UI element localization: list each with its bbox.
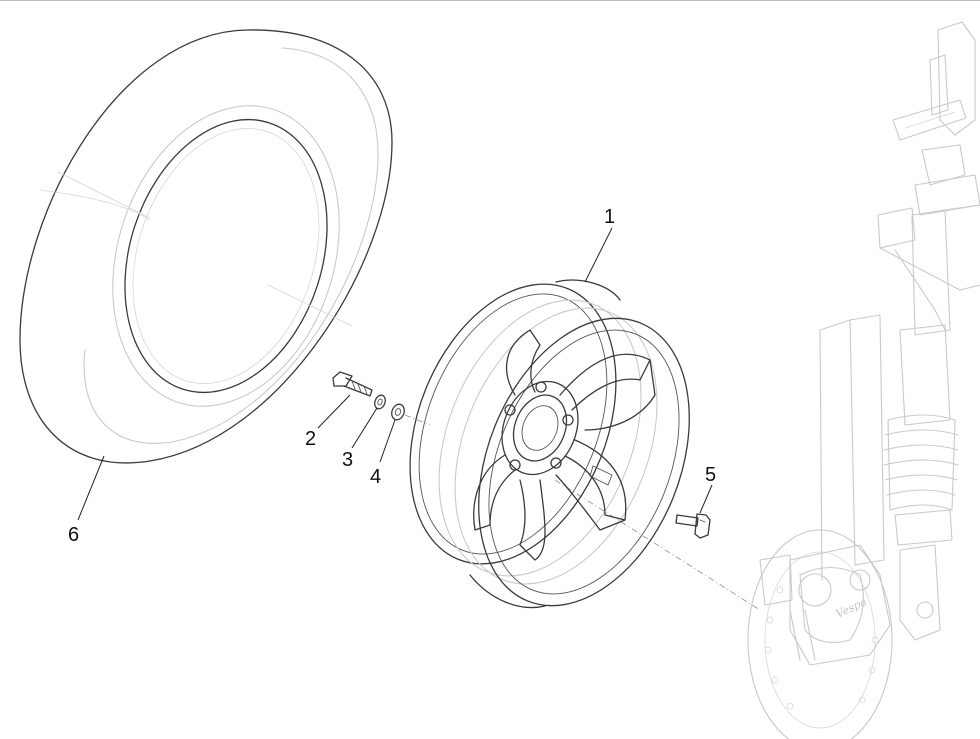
callout-labels: 1 2 3 4 5 6	[68, 206, 716, 546]
callout-6: 6	[68, 524, 79, 546]
callout-1: 1	[604, 206, 615, 228]
callout-4: 4	[370, 466, 381, 488]
ghost-brake-caliper	[759, 544, 941, 666]
bolt-axis-line	[404, 414, 431, 426]
ghost-logo-text: Vespa	[834, 595, 869, 621]
part-5-valve-stem	[675, 513, 711, 539]
callout-leaders	[77, 227, 713, 521]
ghost-spring	[883, 414, 959, 511]
part-4-washer	[391, 403, 405, 421]
part-2-bolt	[332, 371, 373, 397]
part-3-washer	[374, 394, 386, 410]
wheel-hub	[501, 380, 579, 476]
part-1-wheel-rim	[409, 279, 690, 609]
ghost-brake-disc	[747, 529, 893, 739]
callout-2: 2	[305, 428, 316, 450]
callout-5: 5	[705, 464, 716, 486]
callout-3: 3	[342, 449, 353, 471]
part-6-tyre	[19, 29, 393, 464]
wheel-spokes	[473, 329, 656, 561]
